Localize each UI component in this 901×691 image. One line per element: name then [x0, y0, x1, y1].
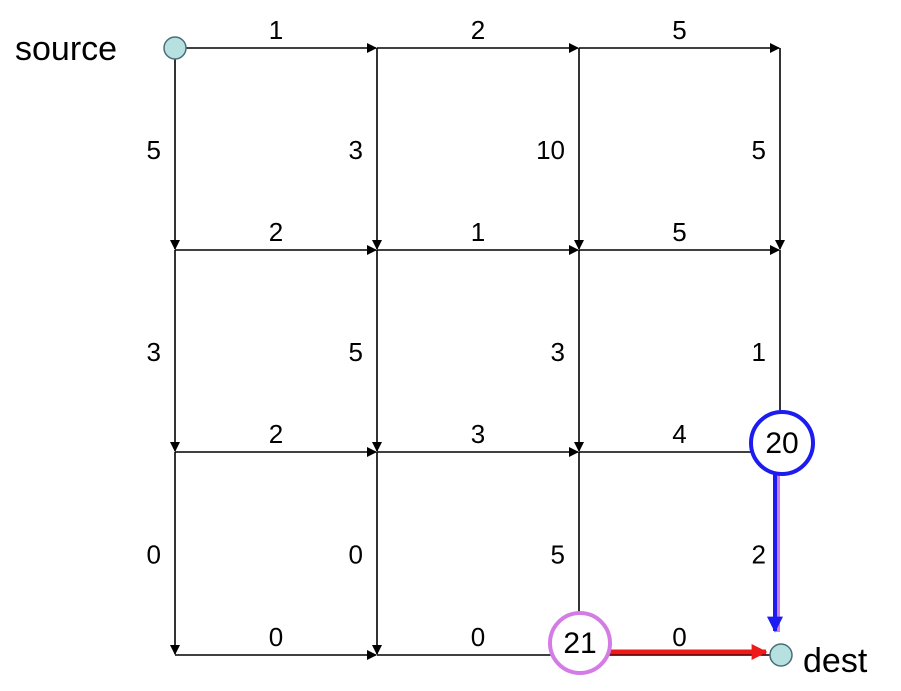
edge-weight-v-1-1: 5 — [349, 337, 363, 367]
highlight-layer — [610, 474, 783, 660]
edge-weight-v-2-0: 0 — [147, 540, 161, 570]
edge-weight-h-1-2: 5 — [672, 217, 686, 247]
dest-node — [769, 643, 793, 667]
edge-weight-h-1-1: 1 — [471, 217, 485, 247]
edge-weight-h-0-0: 1 — [269, 15, 283, 45]
edge-weight-v-1-0: 3 — [147, 337, 161, 367]
edge-weight-h-3-2: 0 — [672, 622, 686, 652]
node-21-value: 21 — [563, 627, 596, 660]
node-21-circle — [548, 611, 612, 675]
edge-weight-v-1-3: 1 — [752, 337, 766, 367]
edge-weight-v-0-2: 10 — [536, 135, 565, 165]
dest-label: dest — [803, 642, 868, 680]
source-label: source — [15, 30, 117, 68]
edge-weight-v-0-0: 5 — [147, 135, 161, 165]
edge-weight-v-1-2: 3 — [551, 337, 565, 367]
node-20-circle — [749, 410, 815, 476]
source-node — [163, 36, 187, 60]
edge-weight-v-2-3: 2 — [752, 540, 766, 570]
edge-weight-h-0-2: 5 — [672, 15, 686, 45]
edge-weight-v-2-1: 0 — [349, 540, 363, 570]
node-20-value: 20 — [765, 427, 798, 460]
edge-weight-h-2-1: 3 — [471, 419, 485, 449]
edge-weight-v-0-3: 5 — [752, 135, 766, 165]
edge-weight-h-1-0: 2 — [269, 217, 283, 247]
edge-weight-h-2-2: 4 — [672, 419, 686, 449]
edge-weight-h-3-0: 0 — [269, 622, 283, 652]
edge-weight-h-0-1: 2 — [471, 15, 485, 45]
edge-weight-v-0-1: 3 — [349, 135, 363, 165]
edge-weight-v-2-2: 5 — [551, 540, 565, 570]
edge-weight-h-2-0: 2 — [269, 419, 283, 449]
edge-weight-h-3-1: 0 — [471, 622, 485, 652]
